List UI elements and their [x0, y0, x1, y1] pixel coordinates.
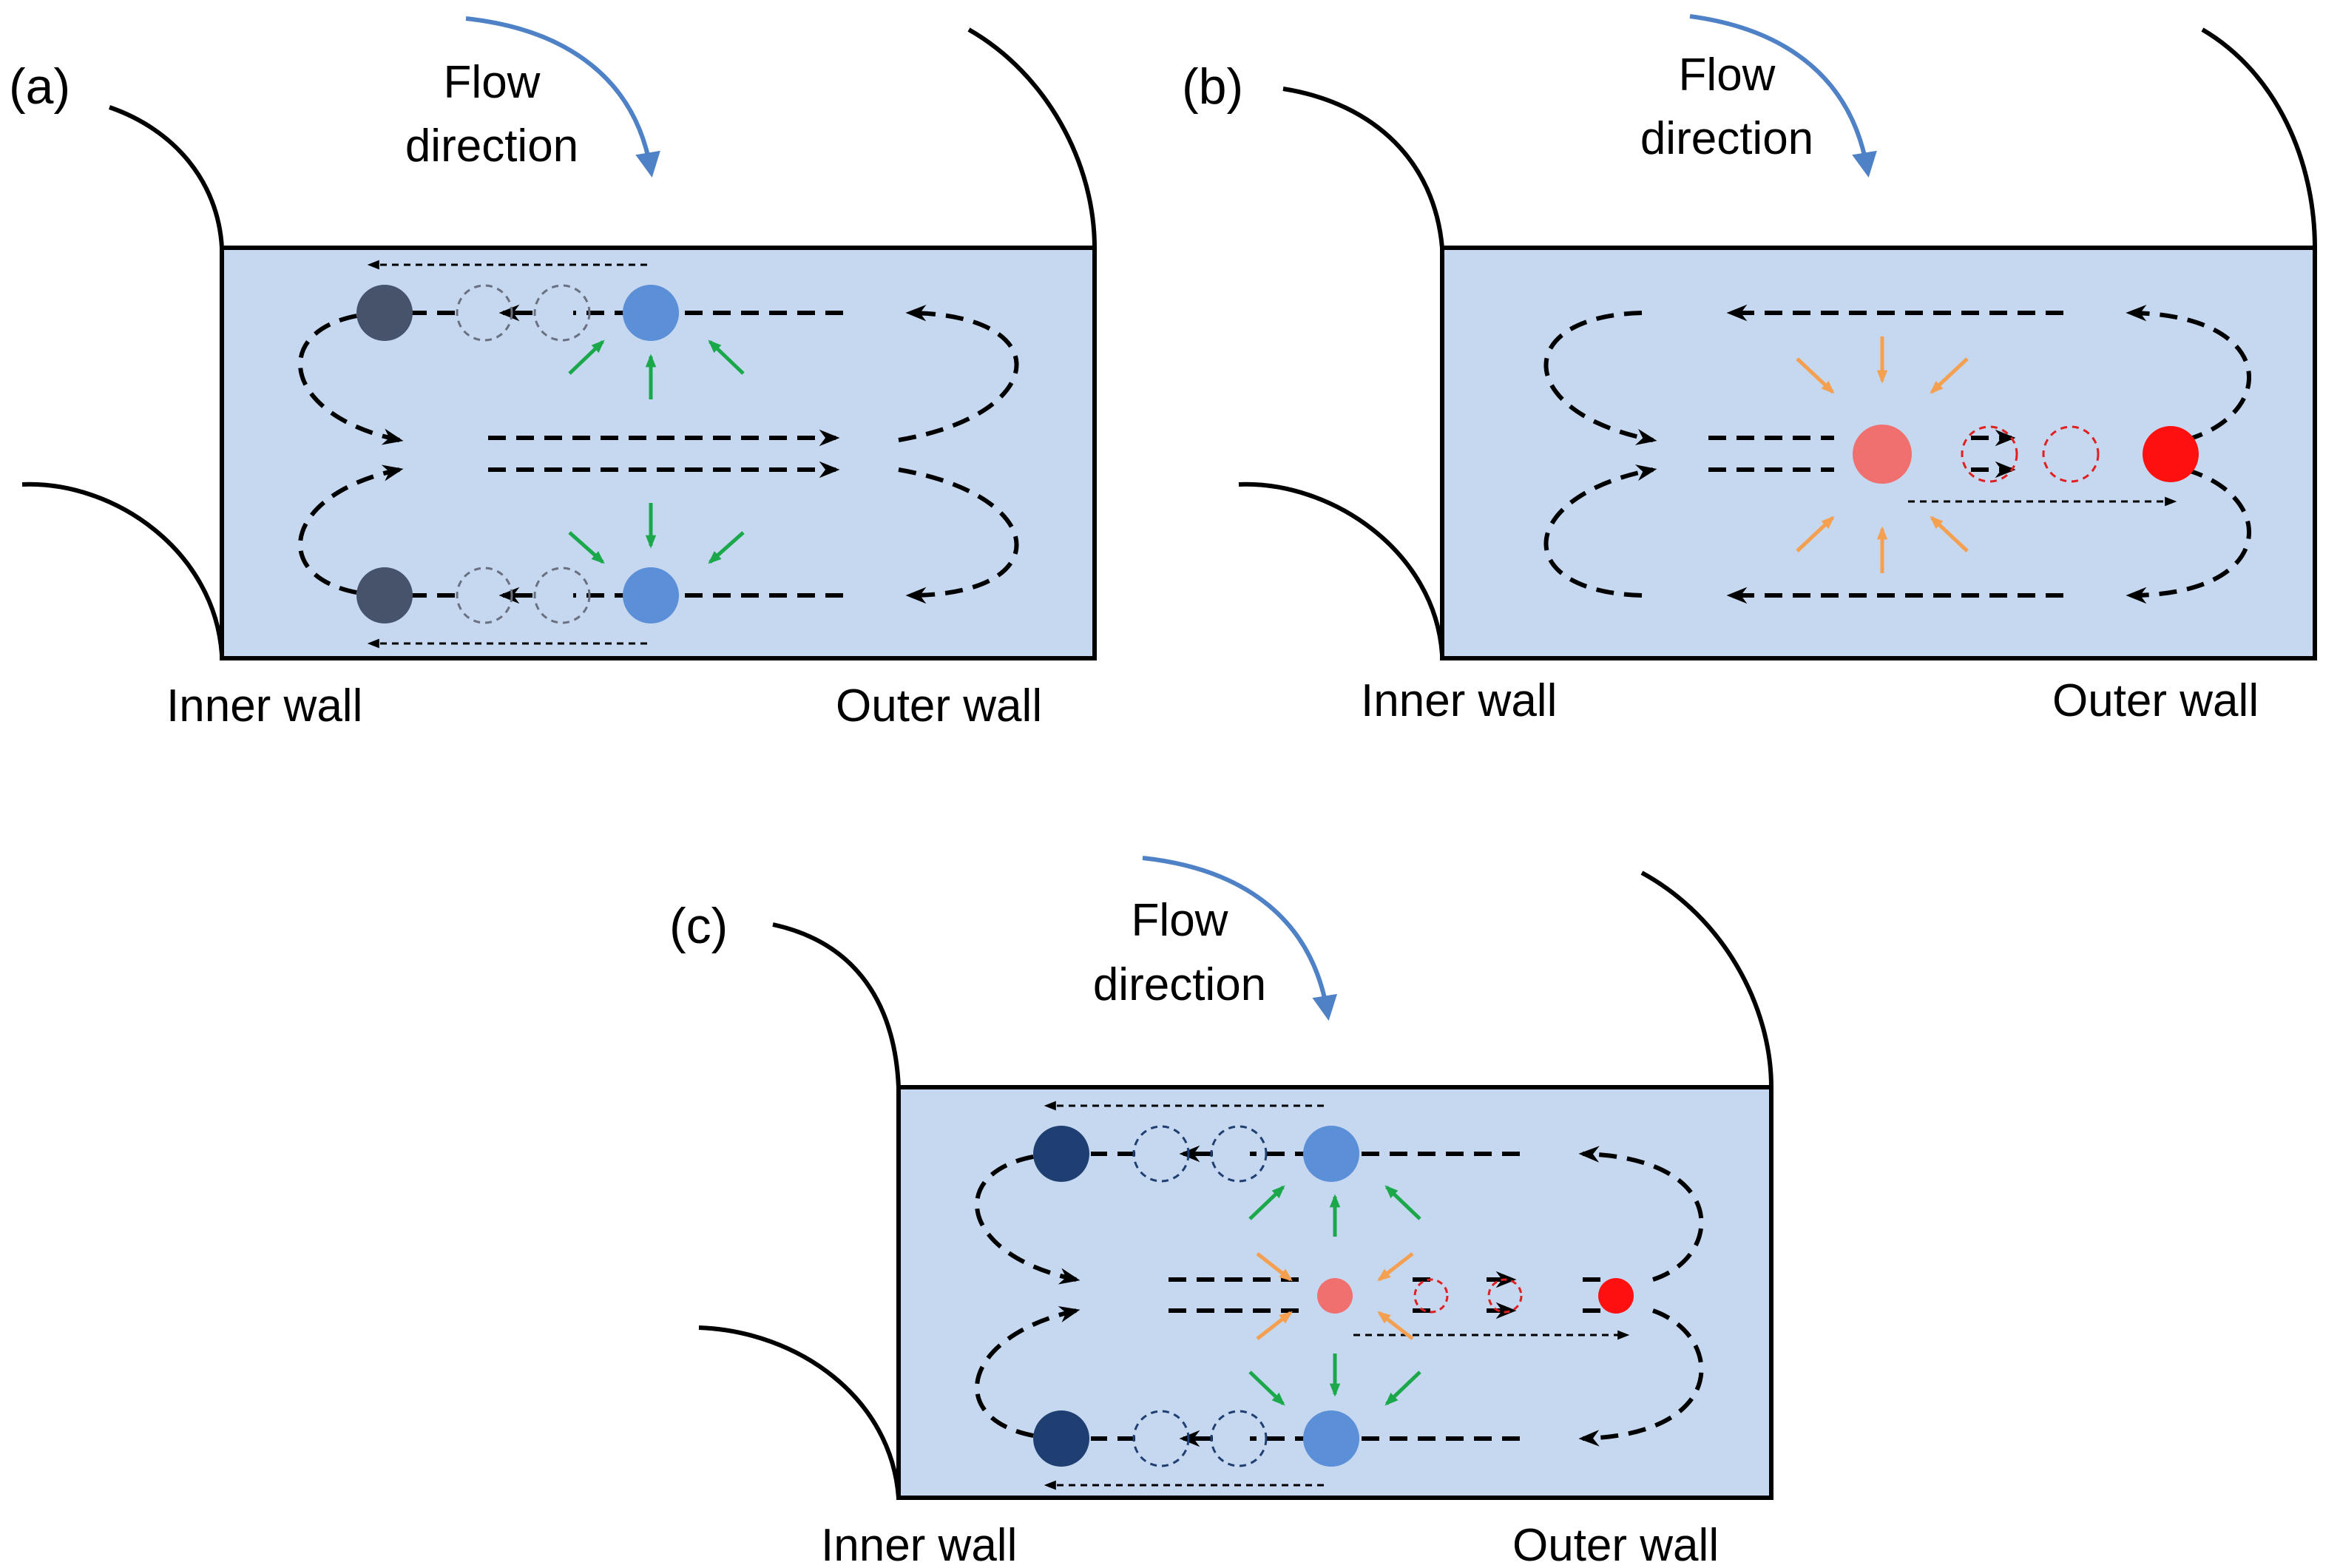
- lift-force-arrows-green: [1248, 1185, 1421, 1406]
- dean-vortex-streamlines: [1543, 304, 2251, 604]
- inner-wall-label: Inner wall: [1361, 675, 1557, 726]
- flow-label-line1: Flow: [1132, 895, 1228, 946]
- outer-wall-curve: [1640, 871, 1773, 1088]
- large-particle-trajectory: [1317, 1278, 1634, 1340]
- small-particle-start: [1303, 1126, 1359, 1182]
- inner-wall-curve-bottom: [1238, 481, 1444, 655]
- outer-wall-curve: [967, 27, 1097, 249]
- inner-wall-curve-bottom: [698, 1325, 901, 1498]
- focused-particle-ghost: [533, 284, 591, 342]
- particle-trajectory-bottom: [356, 567, 679, 649]
- flow-direction-arrow: [1689, 14, 1877, 178]
- focused-particle-ghost: [1210, 1410, 1268, 1467]
- panel-c: (c) Flow direction: [669, 856, 1773, 1568]
- particle-trajectory-top: [1033, 1101, 1359, 1183]
- small-particle-end: [1033, 1410, 1089, 1467]
- large-particle-end: [1598, 1278, 1634, 1314]
- outer-wall-label: Outer wall: [1512, 1520, 1719, 1568]
- flow-label-line1: Flow: [1679, 50, 1776, 101]
- focused-particle-ghost: [456, 284, 513, 342]
- large-particle-start: [1317, 1278, 1353, 1314]
- small-particle-end: [1033, 1126, 1089, 1182]
- large-particle-end: [2143, 426, 2199, 482]
- panel-a: (a) Flow direction: [9, 16, 1097, 731]
- particle-trajectory-bottom: [1033, 1410, 1359, 1490]
- small-particle-start: [623, 567, 679, 624]
- outer-wall-label: Outer wall: [2052, 675, 2259, 726]
- flow-label-line2: direction: [405, 121, 578, 172]
- panel-label: (b): [1182, 58, 1243, 115]
- flow-label-line2: direction: [1093, 959, 1266, 1010]
- large-particle-ghost: [2042, 425, 2100, 483]
- lift-force-arrows-orange: [1796, 337, 1969, 573]
- inner-wall-curve-top: [109, 105, 224, 249]
- flow-direction-arrow: [465, 16, 660, 178]
- inner-wall-label: Inner wall: [821, 1520, 1017, 1568]
- flow-direction-arrow: [1142, 856, 1338, 1021]
- lift-force-arrows-green: [568, 339, 745, 564]
- small-particle-end: [356, 567, 413, 624]
- small-particle-start: [623, 285, 679, 341]
- small-particle-start: [1303, 1410, 1359, 1467]
- inner-wall-curve-top: [1282, 87, 1444, 249]
- small-particle-end: [356, 285, 413, 341]
- dean-vortex-streamlines: [298, 305, 1019, 604]
- panel-b: (b) Flow direction: [1182, 14, 2317, 726]
- inner-wall-curve-bottom: [21, 481, 224, 655]
- lift-force-arrows-orange: [1256, 1252, 1414, 1340]
- panel-label: (a): [9, 58, 70, 115]
- outer-wall-curve: [2201, 27, 2317, 249]
- inner-wall-label: Inner wall: [166, 680, 362, 731]
- flow-label-line1: Flow: [444, 57, 541, 108]
- large-particle-start: [1853, 425, 1912, 484]
- focused-particle-ghost: [1132, 1125, 1190, 1183]
- inner-wall-curve-top: [772, 922, 901, 1088]
- flow-label-line2: direction: [1640, 113, 1813, 164]
- outer-wall-label: Outer wall: [836, 680, 1042, 731]
- focused-particle-ghost: [456, 567, 513, 624]
- large-particle-ghost: [1413, 1278, 1449, 1314]
- panel-label: (c): [669, 898, 728, 954]
- focused-particle-ghost: [1132, 1410, 1190, 1467]
- focused-particle-ghost: [1210, 1125, 1268, 1183]
- large-particle-trajectory: [1853, 425, 2199, 507]
- large-particle-ghost: [1961, 425, 2018, 483]
- particle-trajectory-top: [356, 260, 679, 342]
- focused-particle-ghost: [533, 567, 591, 624]
- large-particle-ghost: [1487, 1278, 1523, 1314]
